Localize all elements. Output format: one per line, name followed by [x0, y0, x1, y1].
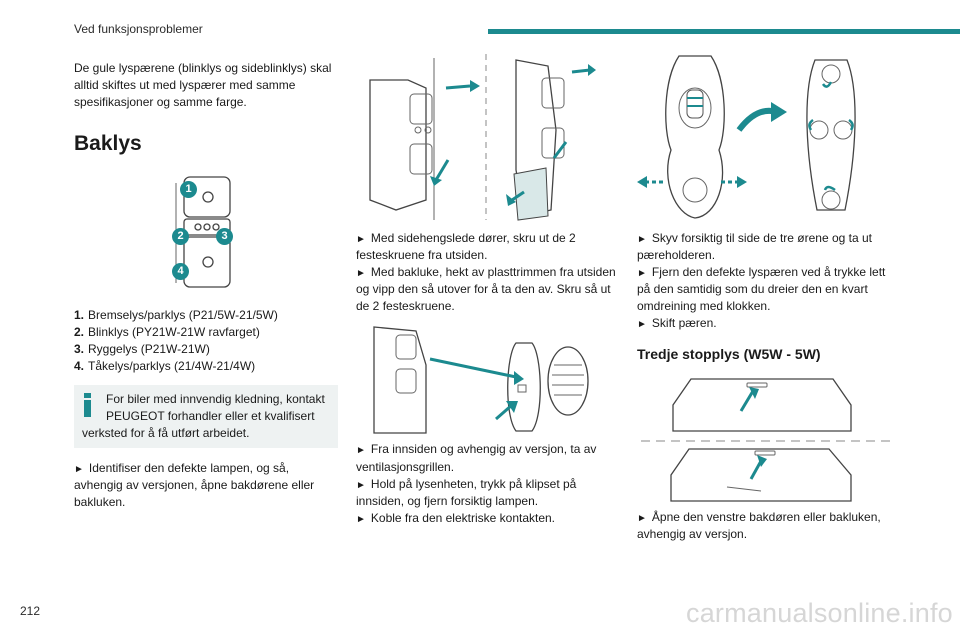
step-text: Fjern den defekte lyspæren ved å trykke … [637, 264, 901, 315]
callout-4: 4 [172, 262, 189, 280]
callout-1: 1 [180, 180, 197, 198]
intro-paragraph: De gule lyspærene (blinklys og sideblink… [74, 61, 332, 110]
header-accent-bar [488, 29, 960, 34]
step-text: Med bakluke, hekt av plasttrimmen fra ut… [356, 264, 620, 315]
bulb-holder-illustration [637, 55, 856, 219]
bulb-list: 1.Bremselys/parklys (P21/5W-21/5W) 2.Bli… [74, 307, 338, 375]
column-3: Skyv forsiktig til side de tre ørene og … [637, 50, 901, 543]
step-text: Åpne den venstre bakdøren eller bakluken… [637, 509, 901, 543]
step-text: Koble fra den elektriske kontakten. [356, 510, 620, 527]
column-2: Med sidehengslede dører, skru ut de 2 fe… [356, 50, 620, 527]
info-line: verksted for å få utført arbeidet. [82, 426, 250, 441]
step-text: Fra innsiden og avhengig av versjon, ta … [356, 441, 620, 475]
bulb-holder-diagram [637, 50, 901, 224]
rear-lamp-diagram: 1 2 3 4 [170, 173, 234, 293]
info-box: For biler med innvendig kledning, kontak… [74, 385, 338, 449]
step-text: Med sidehengslede dører, skru ut de 2 fe… [356, 230, 620, 264]
watermark-text: carmanualsonline.info [686, 598, 953, 628]
callout-3: 3 [216, 227, 233, 245]
step-text: Hold på lysenheten, trykk på klipset på … [356, 476, 620, 510]
info-line: PEUGEOT forhandler eller et kvalifisert [106, 409, 315, 424]
callout-2: 2 [172, 227, 189, 245]
bulb-item: 2.Blinklys (PY21W-21W ravfarget) [74, 324, 260, 339]
door-screw-illustration [369, 54, 596, 221]
third-brake-light-illustration [641, 377, 893, 502]
info-line: For biler med innvendig kledning, kontak… [106, 392, 325, 407]
step-text: Identifiser den defekte lampen, og så, a… [74, 460, 338, 511]
grille-diagram [356, 325, 620, 435]
third-brake-light-diagram [637, 371, 901, 503]
door-screw-diagram [356, 50, 620, 224]
bulb-item: 3.Ryggelys (P21W-21W) [74, 341, 210, 356]
step-text: Skift pæren. [637, 315, 901, 332]
section-heading-third-brake-light: Tredje stopplys (W5W - 5W) [637, 345, 821, 362]
section-heading-baklys: Baklys [74, 132, 142, 156]
column-1: De gule lyspærene (blinklys og sideblink… [74, 50, 338, 511]
info-icon [84, 393, 91, 418]
vent-grille-illustration [373, 326, 589, 435]
bulb-item: 1.Bremselys/parklys (P21/5W-21/5W) [74, 307, 278, 322]
step-text: Skyv forsiktig til side de tre ørene og … [637, 230, 901, 264]
header-section-title: Ved funksjonsproblemer [74, 22, 203, 36]
page-number: 212 [20, 604, 41, 618]
bulb-item: 4.Tåkelys/parklys (21/4W-21/4W) [74, 359, 256, 373]
